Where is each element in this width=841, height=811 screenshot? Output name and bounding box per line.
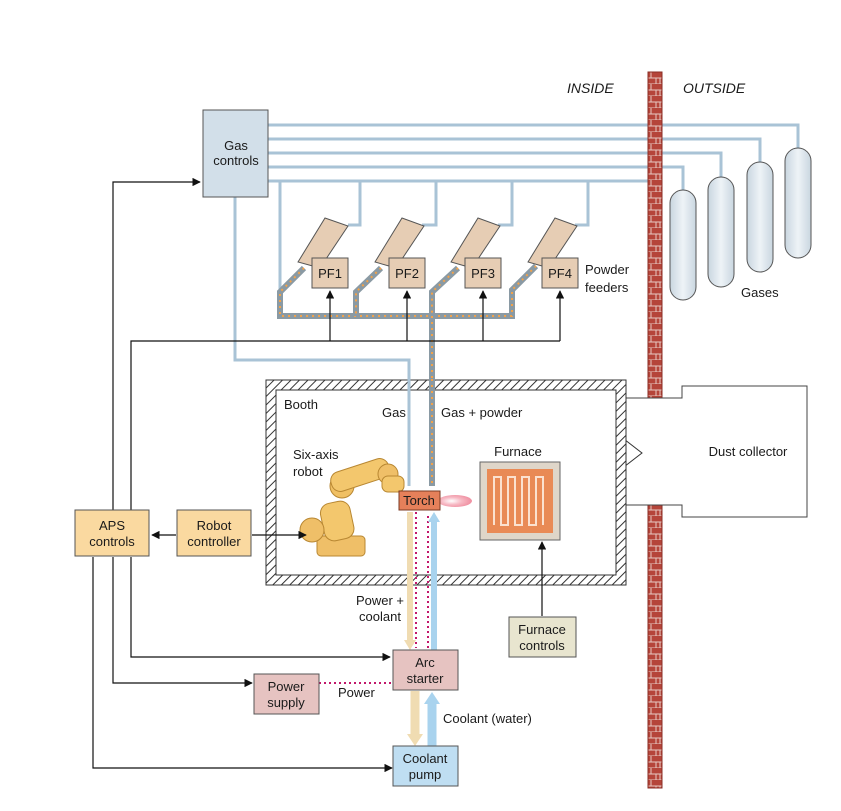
plasma-flame: [438, 495, 472, 507]
gas-controls-line2: controls: [213, 153, 259, 168]
gas-line-label: Gas: [382, 405, 406, 420]
robot-label-2: robot: [293, 464, 323, 479]
furnace: Furnace: [479, 444, 561, 541]
arc-starter-box: Arc starter: [392, 649, 459, 691]
torch-power-coolant-lines: [404, 512, 440, 650]
gas-cylinders: [669, 147, 812, 301]
power-coolant-label-1: Power +: [356, 593, 404, 608]
furnace-controls-line1: Furnace: [518, 622, 566, 637]
arc-starter-line1: Arc: [415, 655, 435, 670]
furnace-controls-line2: controls: [519, 638, 565, 653]
coolant-pump-line2: pump: [409, 767, 442, 782]
aps-controls-box: APS controls: [74, 509, 150, 557]
gas-supply-lines: [268, 123, 800, 193]
gas-controls-line1: Gas: [224, 138, 248, 153]
robot-label-1: Six-axis: [293, 447, 339, 462]
furnace-label: Furnace: [494, 444, 542, 459]
power-supply-line2: supply: [267, 695, 305, 710]
robot-controller-line1: Robot: [197, 518, 232, 533]
booth-title: Booth: [284, 397, 318, 412]
gas-controls-box: Gas controls: [202, 109, 269, 198]
pf2-label: PF2: [395, 266, 419, 281]
coolant-pump-line1: Coolant: [403, 751, 448, 766]
furnace-controls-box: Furnace controls: [508, 616, 577, 658]
pf4-label: PF4: [548, 266, 572, 281]
six-axis-robot-icon: [299, 458, 405, 557]
coolant-pump-box: Coolant pump: [392, 745, 459, 787]
heating-coil-icon: [493, 476, 544, 526]
power-supply-line1: Power: [268, 679, 306, 694]
arc-starter-line2: starter: [407, 671, 445, 686]
robot-controller-box: Robot controller: [176, 509, 252, 557]
inside-label: INSIDE: [567, 80, 614, 96]
pf3-label: PF3: [471, 266, 495, 281]
power-supply-box: Power supply: [253, 673, 320, 715]
coolant-water-label: Coolant (water): [443, 711, 532, 726]
robot-controller-line2: controller: [187, 534, 241, 549]
dust-collector: Dust collector: [597, 385, 808, 518]
aps-controls-line2: controls: [89, 534, 135, 549]
powder-feeder-pf4: PF4: [527, 217, 579, 289]
aps-control-lines: [92, 530, 547, 773]
aps-controls-line1: APS: [99, 518, 125, 533]
powder-feeder-pf2: PF2: [374, 217, 426, 289]
powder-feeder-pf3: PF3: [450, 217, 502, 289]
outside-label: OUTSIDE: [683, 80, 746, 96]
booth-feed-lines: [407, 379, 435, 486]
torch-label: Torch: [403, 493, 435, 508]
power-label: Power: [338, 685, 376, 700]
dust-collector-label: Dust collector: [709, 444, 788, 459]
powder-feeders-label-2: feeders: [585, 280, 629, 295]
pf1-label: PF1: [318, 266, 342, 281]
pf-control-lines: [112, 177, 565, 510]
powder-feeders-label-1: Powder: [585, 262, 630, 277]
power-coolant-label-2: coolant: [359, 609, 401, 624]
powder-feeder-pf1: PF1: [297, 217, 349, 289]
gas-powder-label: Gas + powder: [441, 405, 523, 420]
gases-label: Gases: [741, 285, 779, 300]
torch: Torch: [398, 490, 441, 511]
coolant-flow-arrows: [407, 691, 440, 746]
